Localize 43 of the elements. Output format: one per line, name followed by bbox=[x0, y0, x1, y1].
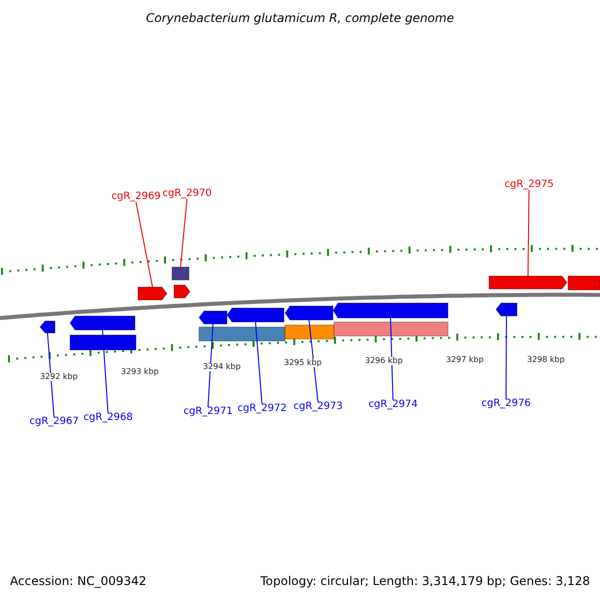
footer-text: Topology: circular; Length: 3,314,179 bp; Genes: 3,128 bbox=[260, 575, 590, 587]
gene-feature bbox=[198, 310, 228, 324]
leader-line bbox=[255, 322, 262, 404]
feature-bar bbox=[70, 334, 136, 350]
leader-line bbox=[528, 190, 530, 276]
gene-label: cgR_2975 bbox=[504, 180, 554, 190]
feature-box bbox=[172, 266, 190, 280]
title: Corynebacterium glutamicum R, complete genome bbox=[146, 12, 454, 24]
scale-label: 3296 kbp bbox=[365, 357, 403, 365]
gene-label: cgR_2973 bbox=[294, 402, 343, 412]
leader-line bbox=[102, 330, 108, 414]
gene-feature bbox=[39, 320, 56, 334]
gene-feature bbox=[138, 286, 168, 300]
leader-line bbox=[390, 318, 394, 400]
gene-feature bbox=[568, 276, 600, 290]
scale-label: 3295 kbp bbox=[284, 359, 322, 367]
gene-feature bbox=[495, 302, 518, 316]
leader-line bbox=[308, 320, 318, 402]
leader-line bbox=[136, 202, 153, 288]
scale-label: 3297 kbp bbox=[446, 356, 484, 364]
gene-label: cgR_2969 bbox=[112, 192, 161, 202]
scale-label: 3292 kbp bbox=[40, 373, 78, 381]
footer-text: Accession: NC_009342 bbox=[10, 575, 146, 587]
leader-line bbox=[47, 332, 54, 418]
feature-bar bbox=[334, 322, 448, 336]
gene-label: cgR_2972 bbox=[238, 404, 287, 414]
gene-feature bbox=[69, 316, 136, 330]
gene-label: cgR_2968 bbox=[84, 413, 133, 423]
gene-feature bbox=[284, 306, 334, 320]
gene-label: cgR_2967 bbox=[30, 417, 79, 427]
gene-label: cgR_2970 bbox=[162, 189, 212, 199]
leader-line bbox=[506, 316, 507, 400]
leader-line bbox=[180, 198, 188, 268]
scale-label: 3298 kbp bbox=[527, 356, 565, 364]
leader-line bbox=[208, 324, 214, 408]
gene-feature bbox=[174, 284, 191, 298]
feature-bar bbox=[198, 326, 286, 342]
gene-label: cgR_2976 bbox=[482, 399, 531, 409]
feature-bar bbox=[284, 324, 334, 340]
scale-label: 3294 kbp bbox=[203, 363, 241, 371]
gene-label: cgR_2971 bbox=[184, 407, 233, 417]
scale-label: 3293 kbp bbox=[121, 368, 159, 376]
gene-label: cgR_2974 bbox=[368, 400, 418, 410]
